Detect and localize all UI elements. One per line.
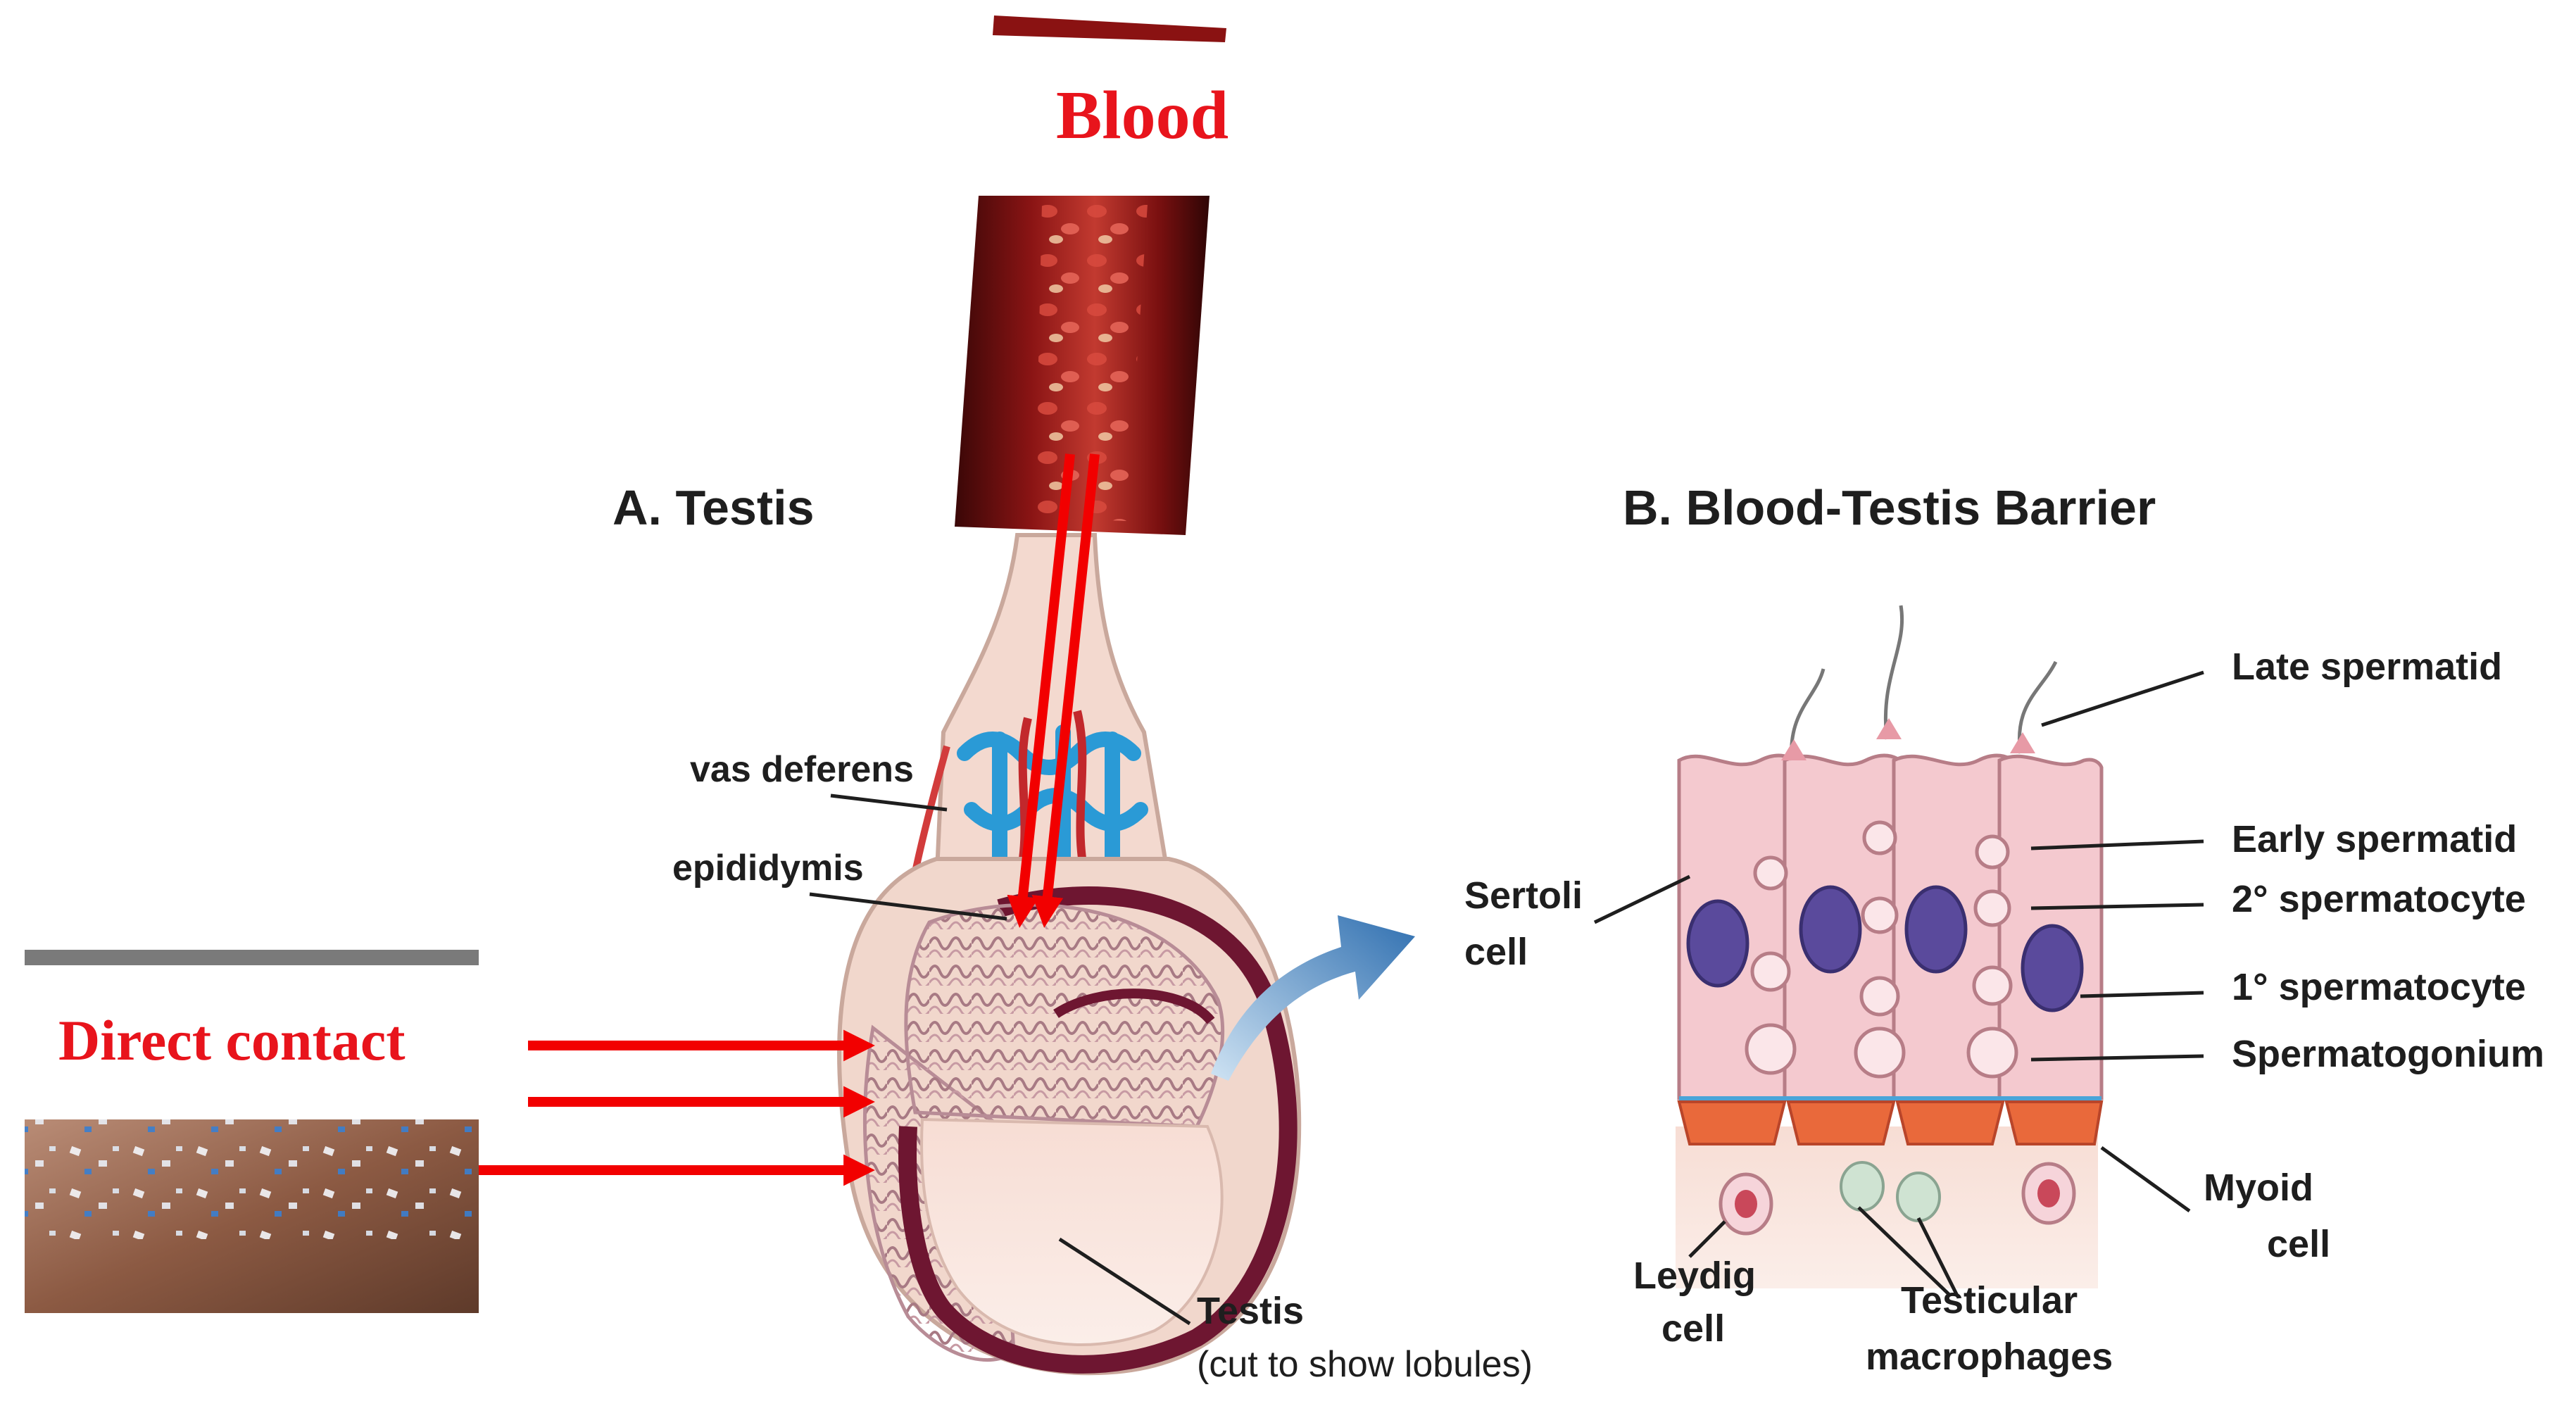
leydig-label-line1: Leydig <box>1633 1255 1756 1297</box>
macrophages-leader-1 <box>1857 1206 1952 1297</box>
panel-a-title: A. Testis <box>612 480 815 535</box>
testis-label: Testis <box>1197 1290 1304 1332</box>
myoid-leader <box>2100 1145 2191 1213</box>
leydig-label-line2: cell <box>1661 1307 1725 1350</box>
secondary-spermatocyte-label: 2° spermatocyte <box>2232 878 2526 920</box>
particles-on-skin-image <box>25 1119 479 1313</box>
blood-label: Blood <box>1056 77 1229 153</box>
sertoli-label-line2: cell <box>1464 931 1528 973</box>
vas-deferens-leader <box>830 793 948 812</box>
blood-arrow-2 <box>1031 453 1100 928</box>
testis-note-label: (cut to show lobules) <box>1197 1344 1533 1385</box>
late-spermatids <box>1781 605 2058 761</box>
testis-leader <box>1058 1237 1191 1326</box>
panel-b-title: B. Blood-Testis Barrier <box>1623 480 2156 535</box>
early-spermatid-label: Early spermatid <box>2232 818 2517 860</box>
spermatogonium-label: Spermatogonium <box>2232 1033 2544 1075</box>
vas-deferens-label: vas deferens <box>690 749 914 790</box>
tunica-albuginea <box>898 886 1298 1374</box>
macrophages-label-line1: Testicular <box>1901 1279 2078 1322</box>
panel-b-blood-testis-barrier: B. Blood-Testis Barrier <box>1464 480 2544 1378</box>
blood-arrow-1 <box>1007 453 1075 928</box>
blood-vessel-strip-top <box>993 15 1226 42</box>
direct-contact-label: Direct contact <box>58 1008 406 1072</box>
macrophages-leader-2 <box>1916 1217 1959 1297</box>
blood-vessel-image <box>955 196 1210 535</box>
primary-spermatocyte-label: 1° spermatocyte <box>2232 966 2526 1008</box>
sertoli-label-line1: Sertoli <box>1464 874 1583 917</box>
epididymis-label: epididymis <box>672 848 864 889</box>
spermatogonium-leader <box>2030 1054 2204 1062</box>
blood-source: Blood <box>955 15 1229 535</box>
zoom-link-arrow <box>1211 915 1415 1081</box>
leydig-cells <box>1719 1162 2076 1236</box>
late-spermatid-label: Late spermatid <box>2232 646 2502 688</box>
germ-cells <box>1745 820 2018 1079</box>
macrophages-label-line2: macrophages <box>1866 1336 2113 1378</box>
myoid-cells <box>1677 1096 2104 1145</box>
secondary-spermatocyte-leader <box>2030 903 2204 910</box>
blood-exposure-arrows <box>1007 453 1100 928</box>
testis-cut-interior <box>920 1117 1224 1346</box>
direct-contact-arrows <box>479 1029 875 1186</box>
gray-divider-bar <box>25 950 479 965</box>
epididymis-leader <box>809 892 1007 921</box>
late-spermatid-leader <box>2041 670 2204 727</box>
leydig-leader <box>1688 1220 1726 1258</box>
direct-contact-source: Direct contact <box>25 950 479 1313</box>
myoid-label-line1: Myoid <box>2204 1167 2313 1209</box>
sertoli-nuclei <box>1686 885 2084 1012</box>
testicular-macrophages <box>1840 1161 1941 1222</box>
early-spermatid-leader <box>2030 839 2204 850</box>
myoid-label-line2: cell <box>2267 1223 2330 1265</box>
primary-spermatocyte-leader <box>2080 991 2204 998</box>
epididymis-head-curl <box>1053 988 1215 1024</box>
sertoli-leader <box>1593 874 1691 924</box>
